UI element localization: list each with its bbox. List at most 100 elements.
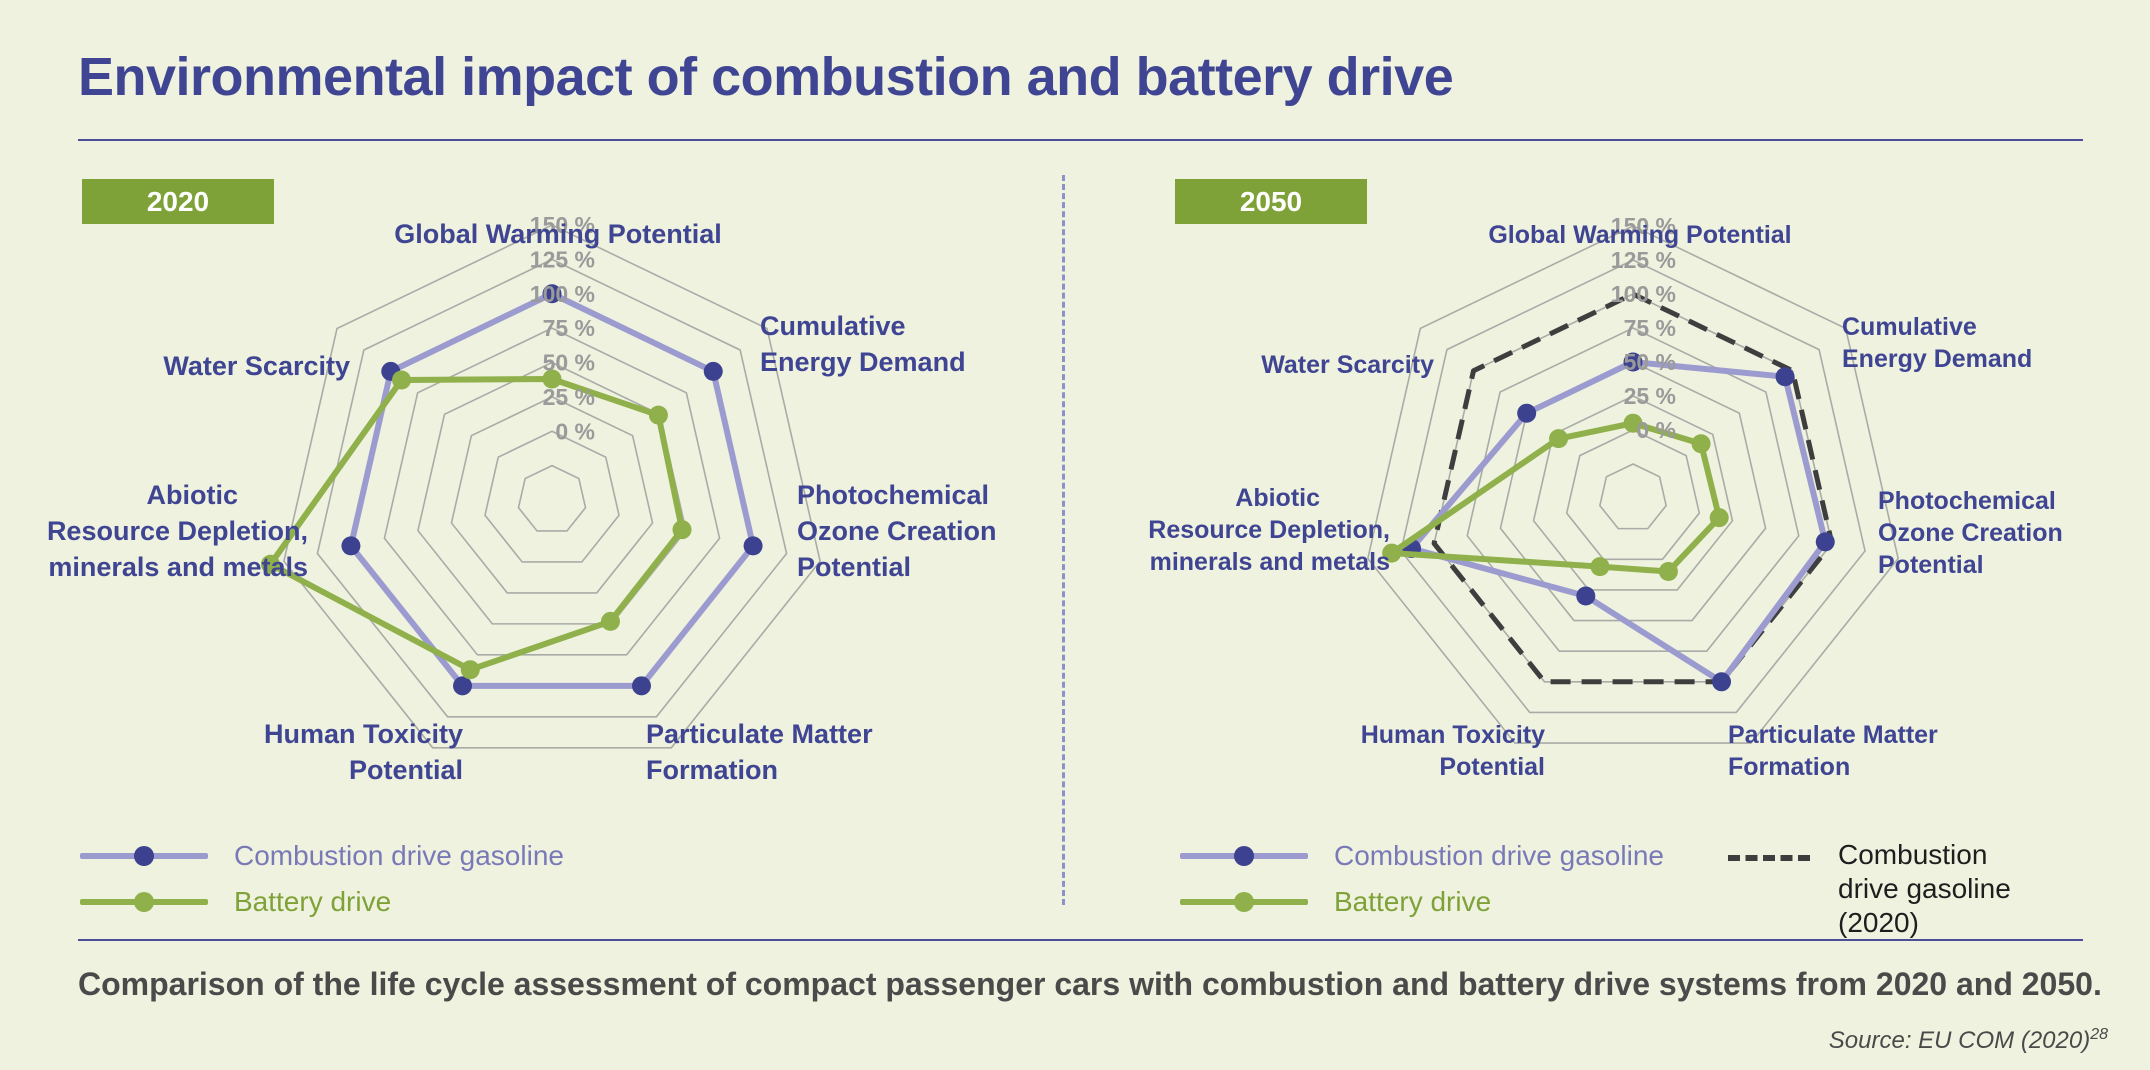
legend-combustion-label: Combustion drive gasoline	[1334, 840, 1664, 871]
legend-reference-swatch	[1728, 855, 1810, 861]
tick-label: 75 %	[543, 315, 595, 341]
panel-divider	[1062, 175, 1065, 905]
tick-labels: 0 %25 %50 %75 %100 %125 %150 %	[1611, 213, 1676, 443]
axis-label: Water Scarcity	[163, 351, 350, 381]
data-point-battery	[1691, 434, 1711, 454]
source-text: Source: EU COM (2020)	[1828, 1027, 2091, 1054]
data-point-combustion	[1712, 672, 1732, 692]
data-point-battery	[1623, 413, 1643, 433]
legend-combustion-2050: Combustion drive gasoline	[1180, 840, 1664, 872]
data-point-battery	[1590, 557, 1610, 577]
tick-label: 125 %	[530, 246, 595, 272]
axis-label: Global Warming Potential	[394, 219, 722, 249]
legend-combustion-swatch	[1180, 841, 1308, 871]
figure-caption: Comparison of the life cycle assessment …	[78, 966, 2102, 1002]
grid-ring	[1598, 463, 1668, 530]
tick-label: 125 %	[1611, 247, 1676, 273]
grid-ring	[1499, 361, 1767, 622]
grid-ring	[1400, 259, 1866, 714]
data-point-battery	[672, 520, 692, 540]
radar-grid	[1366, 225, 1900, 744]
series-battery	[1382, 413, 1729, 582]
source-note: Source: EU COM (2020)28	[1829, 1026, 2108, 1055]
legend-battery-swatch	[80, 887, 208, 917]
year-badge-2050: 2050	[1175, 179, 1367, 224]
legend-battery-label: Battery drive	[234, 886, 392, 917]
data-point-battery	[600, 611, 620, 631]
tick-label: 25 %	[1624, 383, 1676, 409]
series-line-reference	[1431, 291, 1835, 685]
legend-combustion-label: Combustion drive gasoline	[234, 840, 564, 871]
data-point-battery	[648, 405, 668, 425]
tick-label: 50 %	[1624, 349, 1676, 375]
grid-ring	[1565, 429, 1701, 561]
data-point-combustion	[1815, 532, 1835, 552]
legend-battery-swatch	[1180, 887, 1308, 917]
series-combustion	[1402, 352, 1835, 692]
series-reference	[1431, 291, 1835, 685]
data-point-combustion	[743, 536, 763, 556]
data-point-combustion	[631, 676, 651, 696]
tick-label: 25 %	[543, 384, 595, 410]
data-point-battery	[460, 660, 480, 680]
series-line-battery	[267, 376, 686, 673]
tick-label: 150 %	[530, 212, 595, 238]
tick-label: 75 %	[1624, 315, 1676, 341]
tick-label: 50 %	[543, 350, 595, 376]
data-point-battery	[260, 554, 280, 574]
grid-ring	[1532, 395, 1734, 591]
data-point-combustion	[703, 361, 723, 381]
data-point-combustion	[1576, 586, 1596, 606]
data-point-battery	[1549, 429, 1569, 449]
page-title: Environmental impact of combustion and b…	[78, 47, 1454, 107]
legend-combustion-swatch	[80, 841, 208, 871]
year-badge-2020: 2020	[82, 179, 274, 224]
legend-combustion-2020: Combustion drive gasoline	[80, 840, 564, 872]
legend-battery-label: Battery drive	[1334, 886, 1492, 917]
tick-label: 100 %	[1611, 281, 1676, 307]
tick-label: 100 %	[530, 281, 595, 307]
caption-rule	[78, 939, 2083, 941]
data-point-combustion	[542, 284, 562, 304]
data-point-combustion	[453, 676, 473, 696]
tick-label: 0 %	[555, 418, 595, 444]
grid-ring	[484, 430, 620, 563]
data-point-combustion	[1623, 352, 1643, 372]
tick-labels: 0 % 25 % 50 % 75 % 100 % 125 % 150 %	[530, 212, 595, 444]
axis-label: Water Scarcity	[1261, 351, 1434, 379]
series-line-combustion	[1408, 359, 1829, 685]
data-point-combustion	[1517, 403, 1537, 423]
data-point-combustion	[341, 536, 361, 556]
data-point-battery	[1709, 508, 1729, 528]
legend-battery-2050: Battery drive	[1180, 886, 1491, 918]
axis-label: Global Warming Potential	[1488, 221, 1791, 249]
data-point-battery	[1382, 543, 1402, 563]
grid-ring	[283, 224, 821, 749]
grid-ring	[316, 258, 788, 718]
series-line-battery	[1388, 420, 1723, 575]
data-point-battery	[1658, 562, 1678, 582]
data-point-battery	[542, 369, 562, 389]
grid-ring	[517, 464, 587, 532]
series-battery	[260, 369, 692, 680]
data-point-combustion	[1775, 367, 1795, 387]
data-point-battery	[391, 370, 411, 390]
grid-ring	[1466, 327, 1800, 652]
legend-reference-2050: Combustion drive gasoline (2020)	[1728, 838, 2048, 940]
title-rule	[78, 139, 2083, 141]
grid-ring	[450, 395, 654, 594]
tick-label: 0 %	[1636, 417, 1676, 443]
